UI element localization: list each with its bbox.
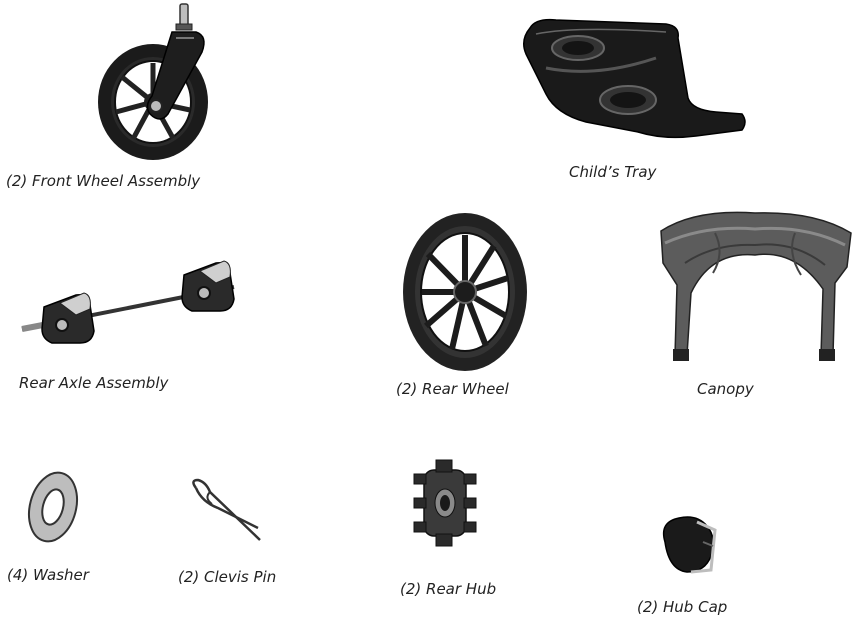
childs-tray-label: Child’s Tray [569,163,657,181]
rear-hub-image [410,459,480,547]
clevis-pin-image [188,478,268,548]
clevis-pin-label: (2) Clevis Pin [178,568,277,586]
hub-cap-image [657,512,719,576]
rear-wheel-image [402,212,528,372]
washer-label: (4) Washer [7,566,89,584]
childs-tray-image [516,14,751,144]
washer-image [27,470,79,544]
rear-hub-label: (2) Rear Hub [400,580,497,598]
front-wheel-assembly-image [98,2,218,162]
front-wheel-assembly-label: (2) Front Wheel Assembly [6,172,201,190]
hub-cap-label: (2) Hub Cap [637,598,728,616]
canopy-image [655,203,855,368]
rear-axle-assembly-image [18,255,248,345]
rear-wheel-label: (2) Rear Wheel [396,380,509,398]
canopy-label: Canopy [697,380,754,398]
rear-axle-assembly-label: Rear Axle Assembly [19,374,169,392]
